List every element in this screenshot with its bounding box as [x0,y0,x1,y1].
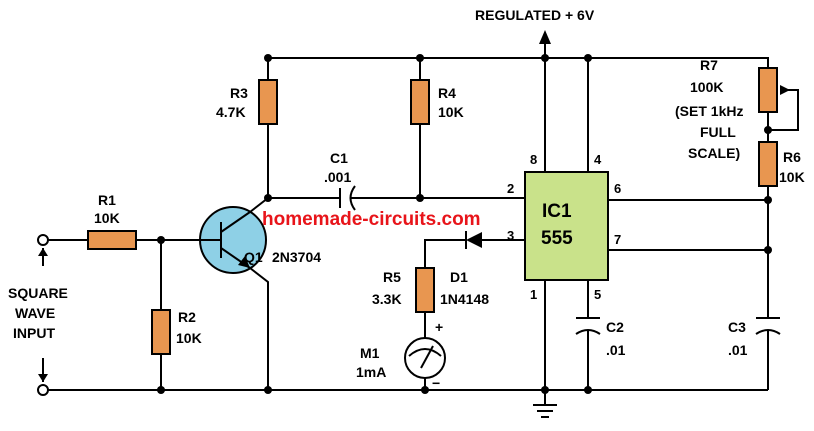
wires [47,38,799,405]
arrow-down-icon [38,374,48,382]
watermark: homemade-circuits.com [262,209,481,230]
pin-5: 5 [594,287,601,302]
c3-name: C3 [728,319,746,335]
junction-dots [157,54,772,394]
input-label-line1: SQUARE [8,285,68,301]
resistor-r3 [258,79,278,125]
capacitor-c1 [339,185,356,211]
r4-name: R4 [438,85,456,101]
ic1-name: IC1 [542,201,572,222]
resistor-r6 [758,141,778,187]
input-terminals [37,234,49,396]
input-label-line3: INPUT [13,325,55,341]
capacitor-c3 [755,317,781,335]
r1-value: 10K [94,210,120,226]
resistor-r2 [151,309,171,355]
r7-value: 100K [690,79,723,95]
wiper-arrow-icon [780,85,790,95]
q1-name: Q1 [244,249,263,265]
r2-value: 10K [176,330,202,346]
c3-value: .01 [728,342,748,358]
input-label-line2: WAVE [15,305,55,321]
r5-value: 3.3K [372,291,402,307]
input-terminal-bottom [37,384,49,396]
input-terminal-top [37,234,49,246]
c2-name: C2 [606,319,624,335]
diode-d1 [465,231,482,249]
m1-value: 1mA [356,364,386,380]
d1-name: D1 [450,269,468,285]
c1-name: C1 [330,150,348,166]
supply-rail [268,57,769,68]
emitter-arrow-icon [238,256,250,268]
pin-8: 8 [530,152,537,167]
r7-note-line2: FULL [700,124,736,140]
supply-arrow-icon [539,30,551,44]
arrow-up-icon [38,248,48,256]
transistor-q1 [199,206,267,274]
r6-name: R6 [783,149,801,165]
r7-note-line3: SCALE) [688,145,740,161]
resistor-r4 [410,79,430,125]
m1-name: M1 [360,345,380,361]
r3-name: R3 [230,85,248,101]
m1-plus: + [435,319,443,335]
ground-icon [533,404,557,418]
r7-note-line1: (SET 1kHz [675,103,743,119]
d1-value: 1N4148 [440,291,489,307]
r1-name: R1 [98,192,116,208]
pin-2: 2 [507,181,514,196]
pin-6: 6 [614,181,621,196]
supply-label: REGULATED + 6V [475,7,595,23]
pin-1: 1 [530,287,537,302]
potentiometer-r7 [758,67,778,113]
c2-value: .01 [606,342,626,358]
ic1-555 [524,171,609,281]
resistor-r1 [87,230,137,250]
r3-value: 4.7K [216,104,246,120]
r7-name: R7 [700,57,718,73]
resistor-r5 [415,267,435,313]
pin-3: 3 [507,228,514,243]
capacitor-c2 [575,317,601,335]
c1-value: .001 [324,169,351,185]
m1-minus: − [432,375,440,391]
r2-name: R2 [178,309,196,325]
r5-name: R5 [383,269,401,285]
ic1-value: 555 [541,228,573,249]
pin-4: 4 [594,152,602,167]
r6-value: 10K [779,169,805,185]
meter-m1 [404,337,446,379]
pin-7: 7 [614,232,621,247]
r4-value: 10K [438,104,464,120]
q1-value: 2N3704 [272,249,321,265]
